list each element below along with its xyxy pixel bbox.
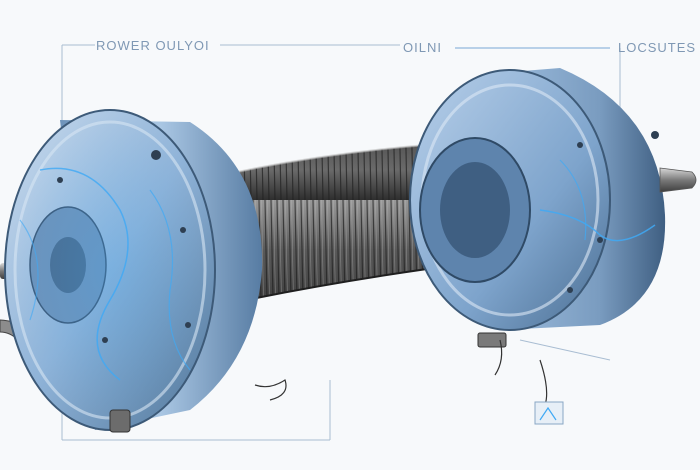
right-shaft <box>659 167 697 193</box>
left-end-cap <box>4 109 263 433</box>
lead-wires <box>254 339 548 406</box>
label-right: LOCSUTES <box>618 40 696 55</box>
right-end-cap <box>409 68 666 348</box>
connector-box <box>534 401 564 425</box>
label-left: ROWER OULYOI <box>96 38 210 53</box>
label-center: OILNI <box>403 40 442 55</box>
